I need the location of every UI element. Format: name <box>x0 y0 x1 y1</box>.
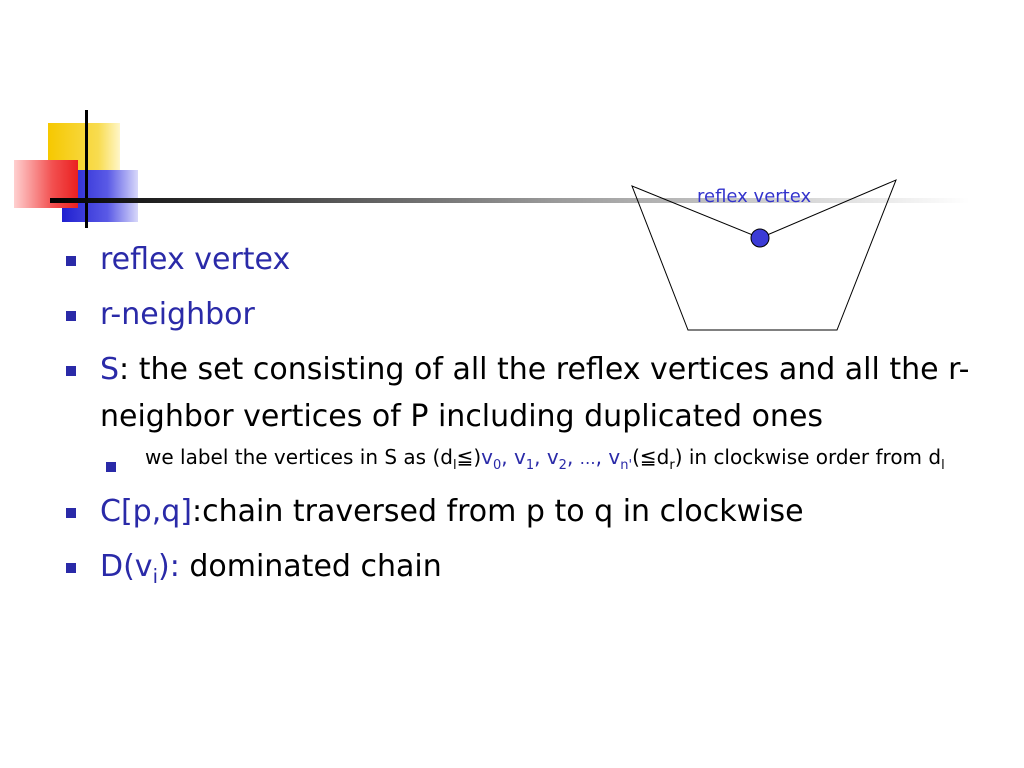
term-s: S <box>100 352 120 387</box>
vertex-v1: v <box>513 445 526 469</box>
bullet-text: : the set consisting of all the reflex v… <box>100 352 970 434</box>
bullet-chain-c: C[p,q]:chain traversed from p to q in cl… <box>60 488 990 535</box>
bullet-set-s: S: the set consisting of all the reflex … <box>60 346 990 474</box>
bullet-text: r-neighbor <box>100 297 255 332</box>
separator: , <box>595 445 609 469</box>
bullet-marker <box>66 508 76 518</box>
subscript: 0 <box>492 458 502 473</box>
bullet-marker <box>66 311 76 321</box>
term-c: C[p,q] <box>100 494 192 529</box>
sub-text: ) in clockwise order from d <box>674 445 942 469</box>
bullet-text: dominated chain <box>179 549 442 584</box>
bullet-dominated-chain: D(vi): dominated chain <box>60 543 990 590</box>
deco-vertical-line <box>85 110 88 228</box>
bullet-text: :chain traversed from p to q in clockwis… <box>191 494 804 529</box>
title-decoration <box>14 110 970 228</box>
bullet-marker <box>66 256 76 266</box>
separator: , <box>566 445 580 469</box>
diagram-label: reflex vertex <box>697 186 812 207</box>
bullet-r-neighbor: r-neighbor <box>60 291 990 338</box>
sub-list: we label the vertices in S as (dl≦)v0, v… <box>100 442 990 474</box>
bullet-reflex-vertex: reflex vertex <box>60 236 990 283</box>
bullet-text: reflex vertex <box>100 242 291 277</box>
subscript: 1 <box>525 458 535 473</box>
vertex-v0: v <box>481 445 493 469</box>
sub-text: we label the vertices in S as (d <box>145 445 453 469</box>
term-d: D(v <box>100 549 153 584</box>
vertex-v2: v <box>546 445 559 469</box>
sub-text: ≦) <box>456 445 482 469</box>
subscript: i <box>152 565 158 588</box>
vertex-vn: v <box>608 445 621 469</box>
subscript: l <box>941 458 945 473</box>
ellipsis: … <box>579 449 596 468</box>
sub-bullet-marker <box>106 462 116 472</box>
subscript: 2 <box>558 458 567 473</box>
deco-horizontal-line <box>50 198 970 203</box>
reflex-vertex-point <box>750 228 770 248</box>
bullet-list: reflex vertex r-neighbor S: the set cons… <box>60 236 990 598</box>
separator: , <box>501 445 514 469</box>
term-d-close: ): <box>157 549 180 584</box>
polygon-shape <box>631 179 897 331</box>
bullet-marker <box>66 366 76 376</box>
subscript: l <box>452 458 457 473</box>
subscript: r <box>669 458 675 473</box>
reflex-vertex-diagram <box>631 179 897 331</box>
bullet-marker <box>66 563 76 573</box>
sub-text: (≦d <box>632 445 670 469</box>
separator: , <box>534 445 547 469</box>
sub-bullet-labeling: we label the vertices in S as (dl≦)v0, v… <box>100 442 990 474</box>
subscript: n' <box>620 458 633 473</box>
